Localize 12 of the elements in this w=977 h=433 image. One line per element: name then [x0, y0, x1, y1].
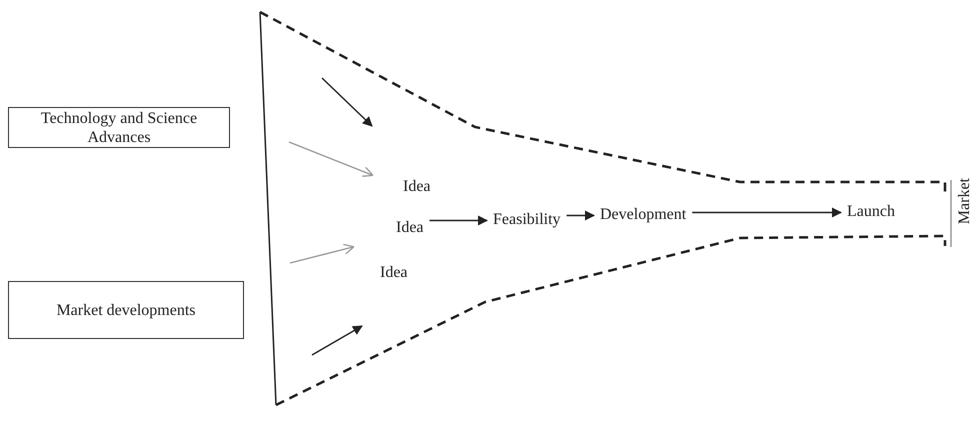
stage-label: Feasibility: [493, 210, 561, 229]
stage-label: Idea: [396, 218, 424, 237]
market-label: Market: [955, 178, 974, 224]
stage-label: Launch: [847, 202, 895, 221]
arrow: [566, 210, 595, 220]
stage-label: Development: [600, 205, 686, 224]
arrow: [692, 208, 842, 218]
arrow: [430, 216, 488, 226]
stage-label: Idea: [380, 263, 408, 282]
source-box: Market developments: [8, 281, 244, 339]
stage-label: Idea: [403, 177, 431, 196]
source-box: Technology and Science Advances: [8, 107, 230, 148]
